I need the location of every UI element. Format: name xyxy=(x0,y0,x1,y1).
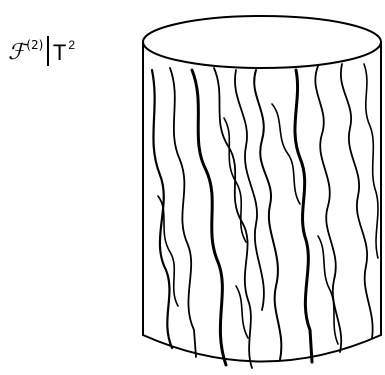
restriction-bar xyxy=(47,36,49,66)
leaf-curve xyxy=(190,68,228,367)
leaf-curve xyxy=(157,195,179,307)
leaf-curve xyxy=(253,69,283,361)
foliation-symbol: ℱ xyxy=(8,40,26,65)
leaf-curve xyxy=(150,68,174,350)
leaf-curve xyxy=(363,63,379,259)
foliation-label: ℱ (2) T 2 xyxy=(8,34,75,66)
leaf-curve xyxy=(234,69,265,311)
torus-dimension: 2 xyxy=(68,38,76,52)
leaf-curves xyxy=(150,63,379,369)
leaf-curve xyxy=(223,117,247,243)
cylinder-bottom-arc xyxy=(142,334,382,363)
cylinder-top-ellipse xyxy=(142,15,382,69)
leaf-curve xyxy=(213,67,253,369)
leaf-curve xyxy=(169,67,197,358)
leaf-curve xyxy=(235,285,249,339)
torus-symbol: T xyxy=(52,40,67,65)
leaf-curve xyxy=(293,68,314,364)
foliation-codimension: (2) xyxy=(26,38,44,52)
leaf-curve xyxy=(314,65,343,353)
leaf-curve xyxy=(339,63,374,339)
leaf-curve xyxy=(271,103,301,205)
leaf-curve xyxy=(317,235,339,345)
